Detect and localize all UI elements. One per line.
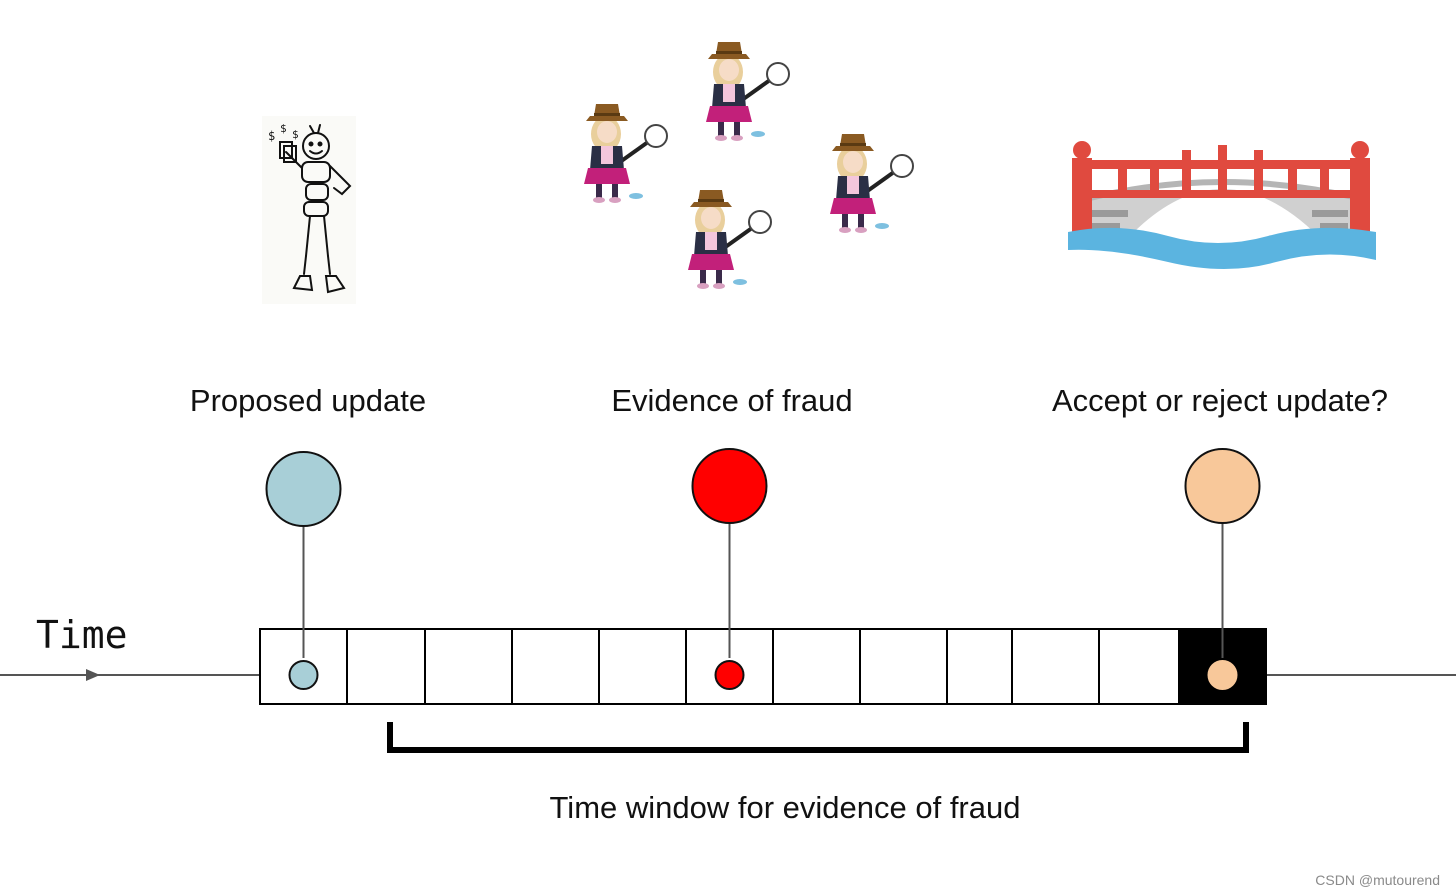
detective-girl-with-magnifier-icon [686, 188, 773, 291]
stick-figure-with-money-icon: $ $ $ [262, 116, 356, 304]
detective-girl-with-magnifier-icon [704, 40, 791, 143]
block-slot [598, 628, 687, 705]
red-bridge-over-water-icon [1068, 141, 1376, 269]
slot-marker-evidence-of-fraud [714, 660, 745, 690]
time-axis-label: Time [36, 613, 128, 657]
block-slot [1098, 628, 1180, 705]
event-pins [265, 448, 1261, 690]
block-slot [346, 628, 426, 705]
block-slot [424, 628, 513, 705]
block-slot-row [259, 628, 1267, 705]
block-slot [859, 628, 948, 705]
block-slot [772, 628, 861, 705]
svg-text:$: $ [268, 129, 275, 143]
detective-girl-with-magnifier-icon [828, 132, 915, 235]
time-window-caption: Time window for evidence of fraud [550, 790, 1021, 825]
watermark: CSDN @mutourend [1315, 872, 1440, 888]
event-label-proposed-update: Proposed update [190, 383, 426, 418]
block-slot [511, 628, 600, 705]
block-slot [946, 628, 1013, 705]
slot-marker-accept-or-reject [1207, 660, 1238, 690]
event-label-accept-or-reject: Accept or reject update? [1052, 383, 1388, 418]
pin-head-accept-or-reject [1184, 448, 1261, 524]
block-slot [1011, 628, 1100, 705]
pin-head-evidence-of-fraud [691, 448, 768, 524]
event-label-evidence-of-fraud: Evidence of fraud [611, 383, 852, 418]
pin-head-proposed-update [265, 451, 342, 527]
svg-text:$: $ [280, 122, 287, 135]
svg-text:$: $ [292, 128, 299, 141]
detective-girl-with-magnifier-icon [582, 102, 669, 205]
time-window-bracket [387, 722, 1249, 753]
slot-marker-proposed-update [288, 660, 319, 690]
